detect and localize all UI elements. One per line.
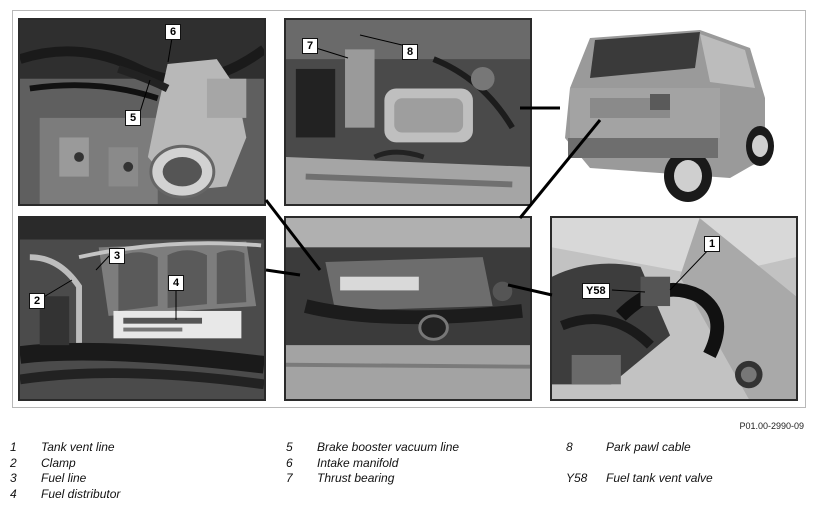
callout-4: 4 <box>168 275 184 291</box>
photo-tank-vent-valve <box>550 216 798 401</box>
legend-item <box>566 456 713 472</box>
callout-8: 8 <box>402 44 418 60</box>
callout-5: 5 <box>125 110 141 126</box>
callout-y58: Y58 <box>582 283 610 299</box>
callout-2: 2 <box>29 293 45 309</box>
figure-frame <box>12 10 806 408</box>
callout-3: 3 <box>109 248 125 264</box>
photo-intake-manifold <box>18 18 266 206</box>
photo-fuel-distributor <box>18 216 266 401</box>
figure-reference: P01.00-2990-09 <box>739 421 804 431</box>
callout-6: 6 <box>165 24 181 40</box>
photo-vehicle-rear <box>550 18 798 206</box>
callout-7: 7 <box>302 38 318 54</box>
callout-1: 1 <box>704 236 720 252</box>
photo-engine-overview <box>284 216 532 401</box>
